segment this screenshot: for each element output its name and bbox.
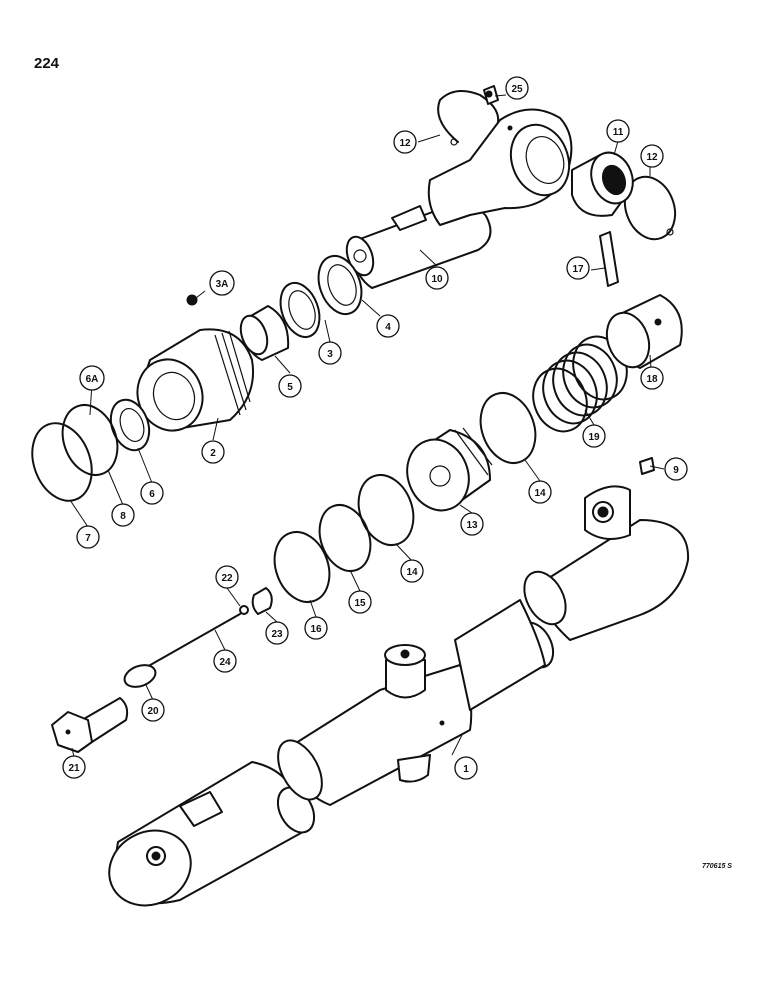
svg-text:19: 19 <box>588 432 600 443</box>
leader-lines <box>69 94 665 758</box>
svg-text:10: 10 <box>431 274 443 285</box>
callout-22: 22 <box>215 565 239 589</box>
callout-8: 8 <box>111 503 135 527</box>
bleeder-plug <box>639 457 655 475</box>
svg-text:2: 2 <box>210 448 216 459</box>
callout-2: 2 <box>201 440 225 464</box>
callout-12-right: 12 <box>640 144 664 168</box>
piston <box>406 427 493 512</box>
hex-bolt <box>51 697 129 753</box>
svg-text:14: 14 <box>534 488 546 499</box>
svg-text:21: 21 <box>68 763 80 774</box>
stop-rod <box>144 613 241 669</box>
callout-14-upper: 14 <box>528 480 552 504</box>
callout-9: 9 <box>664 457 688 481</box>
backup-ring <box>61 404 119 476</box>
svg-text:6: 6 <box>149 489 155 500</box>
piston-seal <box>318 504 372 572</box>
svg-text:9: 9 <box>673 465 679 476</box>
piston-rod-and-eye <box>345 108 573 289</box>
set-screw <box>186 294 198 306</box>
callout-21: 21 <box>62 755 86 779</box>
svg-text:12: 12 <box>399 138 411 149</box>
svg-text:11: 11 <box>613 127 624 138</box>
figure-code: 770615 S <box>702 863 732 870</box>
callout-17: 17 <box>566 256 590 280</box>
bearing-sleeve <box>239 305 290 361</box>
svg-text:4: 4 <box>385 322 391 333</box>
svg-text:15: 15 <box>354 598 366 609</box>
callout-10: 10 <box>425 266 449 290</box>
callout-5: 5 <box>278 374 302 398</box>
svg-text:23: 23 <box>271 629 283 640</box>
callout-16: 16 <box>304 616 328 640</box>
retaining-ring-right <box>623 175 677 241</box>
callout-14-lower: 14 <box>400 559 424 583</box>
svg-text:3: 3 <box>327 349 333 360</box>
callout-6a: 6A <box>79 365 105 391</box>
svg-text:12: 12 <box>646 152 658 163</box>
callout-11: 11 <box>606 119 630 143</box>
callout-6: 6 <box>140 481 164 505</box>
o-ring <box>31 422 93 502</box>
wear-ring-upper <box>479 392 537 464</box>
svg-text:25: 25 <box>511 84 523 95</box>
callout-20: 20 <box>141 698 165 722</box>
svg-text:20: 20 <box>147 706 159 717</box>
backup-ring-piston <box>273 531 331 603</box>
svg-text:13: 13 <box>466 520 478 531</box>
jam-nut <box>251 587 273 615</box>
svg-text:7: 7 <box>85 533 91 544</box>
stop-collar <box>605 294 683 369</box>
svg-text:18: 18 <box>646 374 658 385</box>
svg-text:3A: 3A <box>216 279 229 290</box>
callout-19: 19 <box>582 424 606 448</box>
svg-text:1: 1 <box>463 764 469 775</box>
bushing <box>571 151 634 217</box>
callout-12-left: 12 <box>393 130 417 154</box>
callout-25: 25 <box>505 76 529 100</box>
grease-fitting <box>483 85 499 105</box>
svg-text:8: 8 <box>120 511 126 522</box>
callout-13: 13 <box>460 512 484 536</box>
callout-24: 24 <box>213 649 237 673</box>
svg-text:17: 17 <box>572 264 584 275</box>
svg-text:22: 22 <box>221 573 233 584</box>
seal-washer <box>239 605 249 615</box>
svg-text:14: 14 <box>406 567 418 578</box>
gland <box>136 294 254 432</box>
callout-23: 23 <box>265 621 289 645</box>
callout-18: 18 <box>640 366 664 390</box>
retaining-ring-left <box>437 90 500 143</box>
svg-text:5: 5 <box>287 382 293 393</box>
callout-3a: 3A <box>209 270 235 296</box>
roll-pin <box>599 231 619 287</box>
svg-text:6A: 6A <box>86 374 99 385</box>
cylinder-barrel <box>108 485 690 907</box>
spring <box>532 335 628 433</box>
svg-text:24: 24 <box>219 657 231 668</box>
page-number: 224 <box>34 55 60 72</box>
callout-4: 4 <box>376 314 400 338</box>
callout-3: 3 <box>318 341 342 365</box>
callout-1: 1 <box>454 756 478 780</box>
flat-washer <box>123 664 157 688</box>
callout-15: 15 <box>348 590 372 614</box>
callout-7: 7 <box>76 525 100 549</box>
svg-text:16: 16 <box>310 624 322 635</box>
